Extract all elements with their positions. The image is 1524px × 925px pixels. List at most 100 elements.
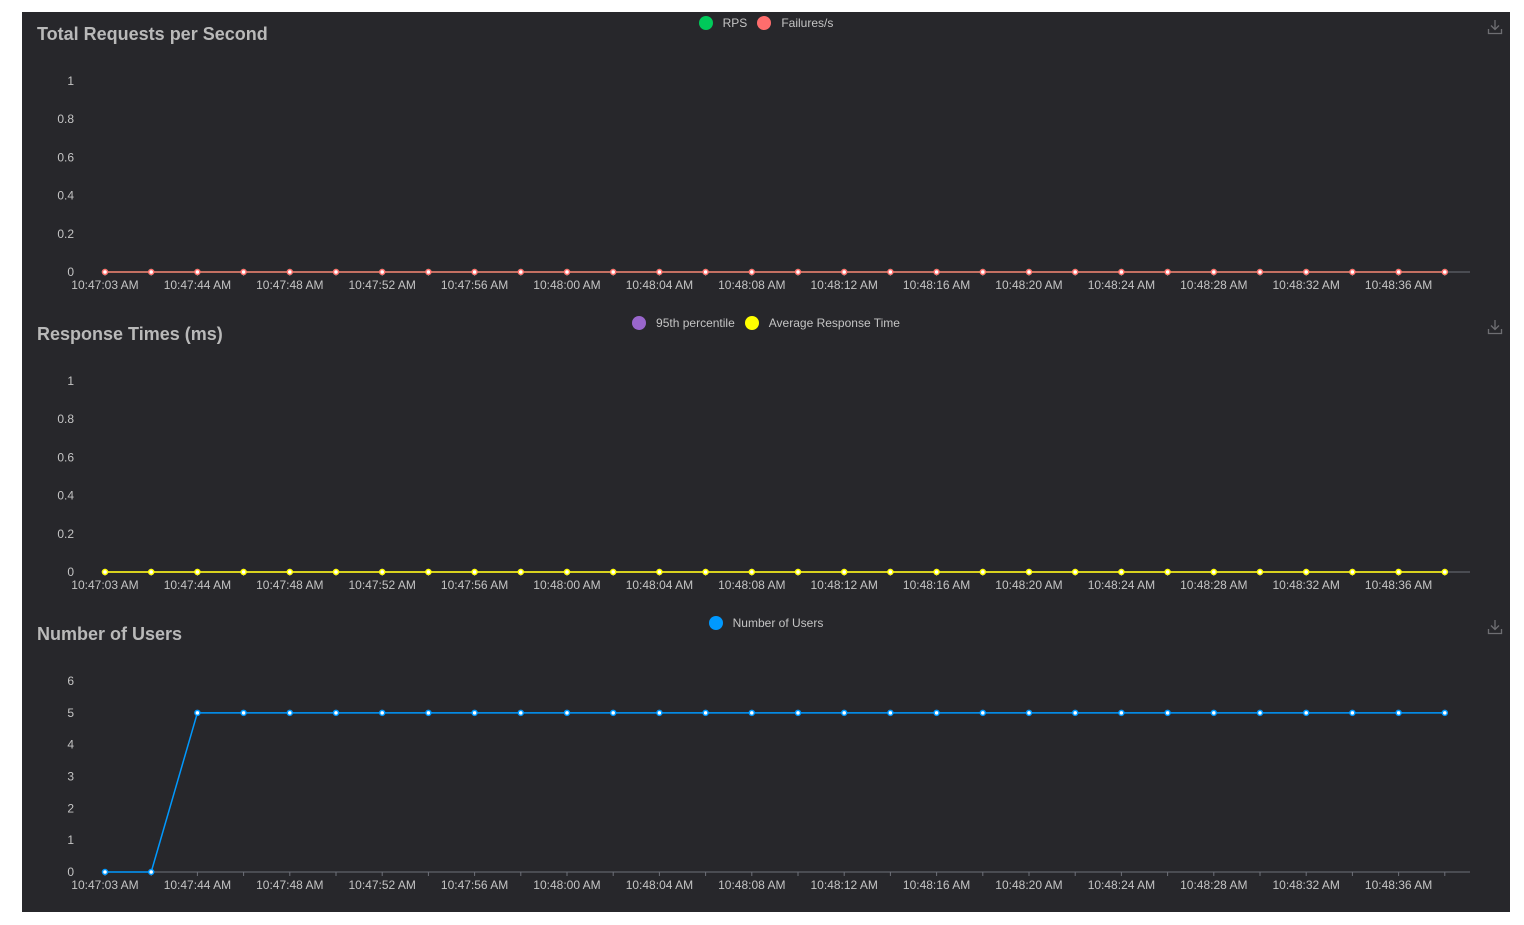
data-point bbox=[240, 268, 247, 276]
download-icon[interactable] bbox=[1486, 18, 1504, 36]
data-point bbox=[794, 709, 802, 717]
legend-item-avg[interactable]: Average Response Time bbox=[744, 316, 900, 330]
x-tick-label: 10:47:03 AM bbox=[71, 578, 138, 592]
y-tick-label: 0.2 bbox=[57, 527, 74, 541]
x-tick-label: 10:48:08 AM bbox=[718, 878, 785, 892]
data-point bbox=[194, 568, 201, 576]
data-point bbox=[794, 568, 802, 576]
x-tick-label: 10:47:48 AM bbox=[256, 878, 323, 892]
data-point bbox=[979, 709, 987, 717]
legend-label-users: Number of Users bbox=[732, 616, 824, 630]
data-point bbox=[748, 709, 756, 717]
data-point bbox=[748, 568, 756, 576]
data-point bbox=[1395, 268, 1402, 276]
data-point bbox=[332, 568, 340, 576]
x-tick-label: 10:48:04 AM bbox=[626, 278, 693, 292]
x-tick-label: 10:48:28 AM bbox=[1180, 578, 1247, 592]
data-point bbox=[840, 268, 848, 276]
data-point bbox=[1118, 268, 1125, 276]
x-tick-label: 10:47:44 AM bbox=[164, 578, 231, 592]
y-tick-label: 0.8 bbox=[57, 112, 74, 126]
x-tick-label: 10:47:56 AM bbox=[441, 578, 508, 592]
x-tick-label: 10:48:00 AM bbox=[533, 278, 600, 292]
x-tick-label: 10:48:12 AM bbox=[811, 278, 878, 292]
data-point bbox=[240, 568, 247, 576]
data-point bbox=[933, 268, 940, 276]
x-tick-label: 10:48:00 AM bbox=[533, 578, 600, 592]
series-line bbox=[105, 712, 1445, 873]
legend-swatch-failures bbox=[757, 16, 772, 30]
data-point bbox=[101, 268, 109, 276]
x-tick-label: 10:47:52 AM bbox=[349, 878, 416, 892]
legend-item-failures[interactable]: Failures/s bbox=[757, 16, 833, 30]
data-point bbox=[286, 709, 294, 717]
data-point bbox=[147, 568, 155, 576]
data-point bbox=[748, 268, 756, 276]
chart-total-rps: Total Requests per Second RPS Failures/s… bbox=[22, 12, 1510, 312]
data-point bbox=[147, 268, 155, 276]
data-point bbox=[656, 568, 663, 576]
data-point bbox=[1164, 268, 1171, 276]
legend-label-avg: Average Response Time bbox=[768, 316, 900, 330]
chart-title: Response Times (ms) bbox=[37, 324, 223, 344]
y-tick-label: 0 bbox=[67, 565, 74, 579]
y-tick-label: 0.8 bbox=[57, 412, 74, 426]
chart-legend: Number of Users bbox=[22, 616, 1510, 630]
x-tick-label: 10:48:04 AM bbox=[626, 578, 693, 592]
data-point bbox=[101, 568, 109, 576]
download-icon[interactable] bbox=[1486, 318, 1504, 336]
data-point bbox=[1395, 568, 1402, 576]
legend-swatch-users bbox=[708, 616, 723, 630]
data-point bbox=[656, 268, 663, 276]
data-point bbox=[1441, 709, 1449, 717]
x-tick-label: 10:47:52 AM bbox=[349, 278, 416, 292]
legend-item-users[interactable]: Number of Users bbox=[708, 616, 824, 630]
data-point bbox=[1025, 268, 1033, 276]
legend-item-rps[interactable]: RPS bbox=[698, 16, 747, 30]
data-point bbox=[887, 568, 894, 576]
data-point bbox=[840, 568, 848, 576]
data-point bbox=[471, 709, 478, 717]
x-tick-label: 10:47:03 AM bbox=[71, 878, 138, 892]
legend-item-95th[interactable]: 95th percentile bbox=[632, 316, 735, 330]
x-tick-label: 10:48:20 AM bbox=[995, 578, 1062, 592]
data-point bbox=[1210, 268, 1218, 276]
data-point bbox=[933, 568, 940, 576]
data-point bbox=[1071, 268, 1079, 276]
data-point bbox=[517, 268, 525, 276]
data-point bbox=[517, 709, 525, 717]
y-tick-label: 0.2 bbox=[57, 227, 74, 241]
x-tick-label: 10:48:32 AM bbox=[1273, 578, 1340, 592]
data-point bbox=[286, 268, 294, 276]
chart-legend: 95th percentile Average Response Time bbox=[22, 316, 1510, 330]
x-tick-label: 10:48:24 AM bbox=[1088, 278, 1155, 292]
data-point bbox=[240, 709, 247, 717]
data-point bbox=[425, 568, 432, 576]
data-point bbox=[1349, 568, 1356, 576]
data-point bbox=[1302, 268, 1310, 276]
y-tick-label: 0.4 bbox=[57, 189, 74, 203]
data-point bbox=[332, 268, 340, 276]
data-point bbox=[1025, 568, 1033, 576]
x-tick-label: 10:48:00 AM bbox=[533, 878, 600, 892]
data-point bbox=[471, 268, 478, 276]
download-icon[interactable] bbox=[1486, 618, 1504, 636]
chart-title: Number of Users bbox=[37, 624, 183, 644]
x-tick-label: 10:48:12 AM bbox=[811, 878, 878, 892]
x-tick-label: 10:48:12 AM bbox=[811, 578, 878, 592]
data-point bbox=[794, 268, 802, 276]
legend-label-failures: Failures/s bbox=[781, 16, 834, 30]
y-tick-label: 0.4 bbox=[57, 489, 74, 503]
chart-response-times: Response Times (ms) 95th percentile Aver… bbox=[22, 312, 1510, 612]
x-tick-label: 10:47:03 AM bbox=[71, 278, 138, 292]
data-point bbox=[1118, 568, 1125, 576]
x-tick-label: 10:48:04 AM bbox=[626, 878, 693, 892]
data-point bbox=[563, 709, 571, 717]
data-point bbox=[378, 568, 386, 576]
data-point bbox=[1256, 709, 1264, 717]
data-point bbox=[1071, 709, 1079, 717]
data-point bbox=[1210, 568, 1218, 576]
data-point bbox=[425, 709, 432, 717]
